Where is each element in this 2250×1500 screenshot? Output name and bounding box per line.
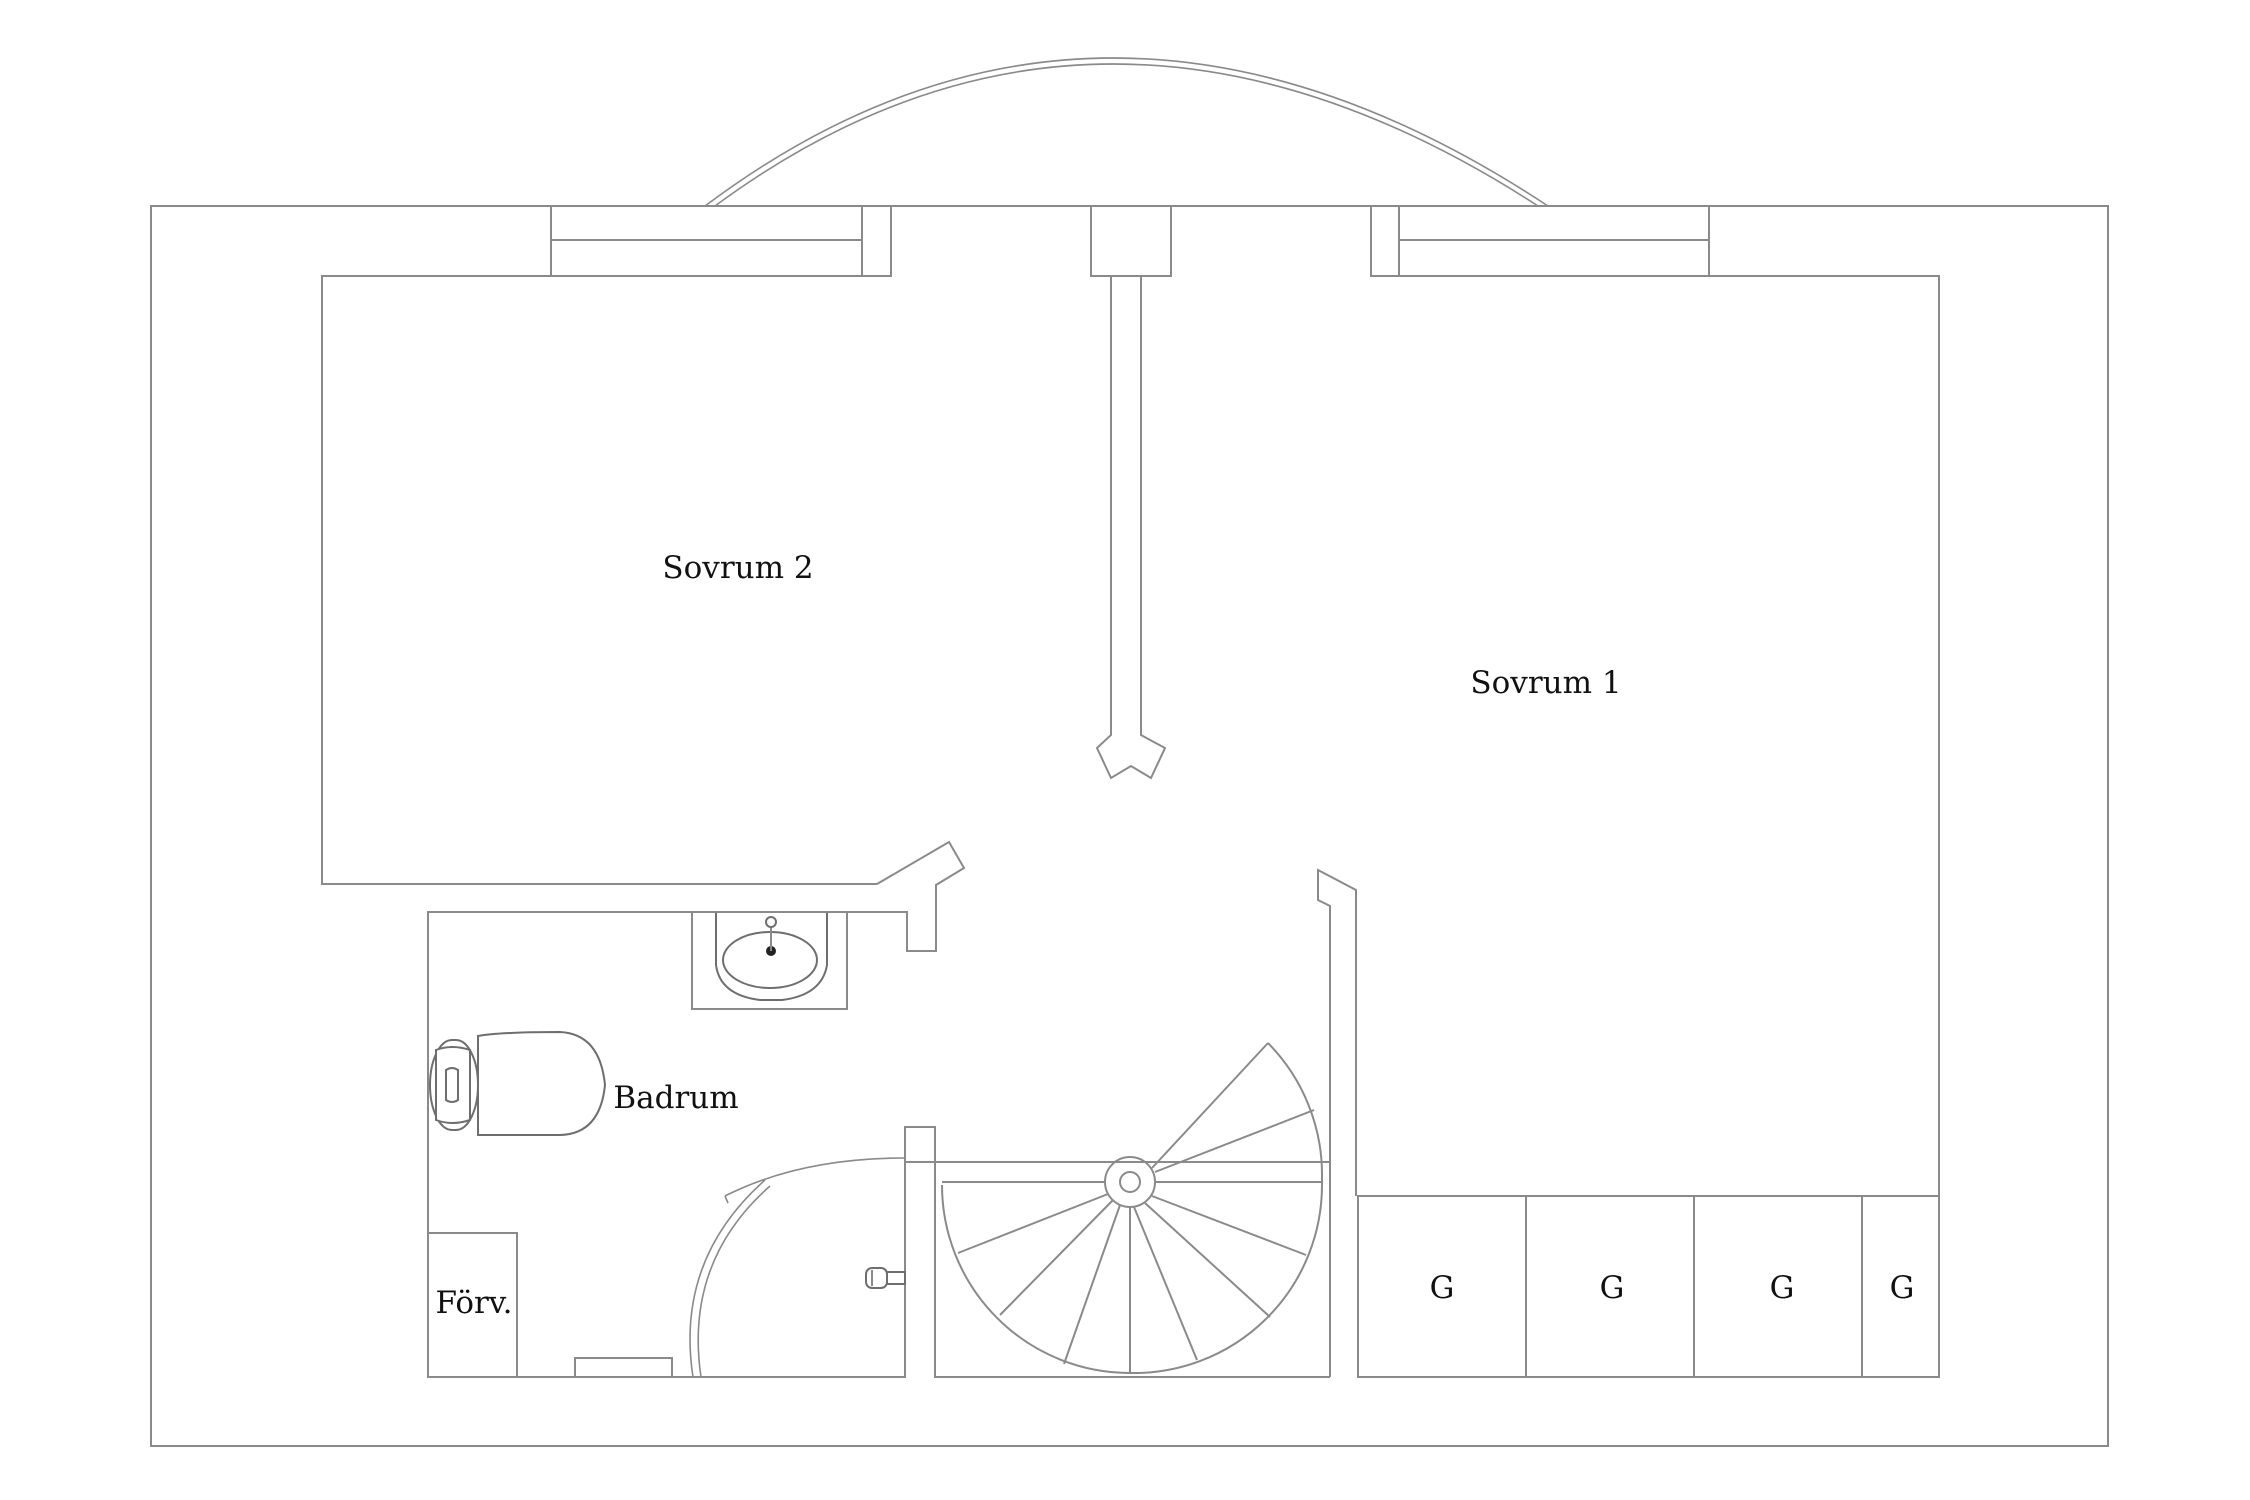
shower-head-icon: [865, 1267, 906, 1289]
room-label-sovrum-1: Sovrum 1: [1470, 665, 1621, 701]
floor-grate: [574, 1357, 673, 1378]
room-label-forv: Förv.: [436, 1285, 513, 1321]
room-label-sovrum-2: Sovrum 2: [662, 550, 813, 586]
sovrum-1-door-jamb: [1317, 868, 1357, 1377]
partition-wall: [1095, 276, 1167, 780]
storage-row: [1357, 1195, 1940, 1378]
forv-closet: [427, 1232, 518, 1378]
toilet-icon: [429, 1030, 607, 1136]
room-label-g3: G: [1770, 1270, 1795, 1306]
room-label-badrum: Badrum: [613, 1080, 738, 1116]
center-pillar: [1090, 205, 1172, 277]
bay-arc: [704, 57, 1549, 207]
window-left: [550, 205, 892, 277]
sovrum-1-walls: [1357, 275, 1940, 1377]
shower-screen: [689, 1157, 906, 1378]
room-label-g2: G: [1600, 1270, 1625, 1306]
room-label-g1: G: [1430, 1270, 1455, 1306]
sink-icon: [691, 911, 848, 1010]
spiral-stair-icon: [941, 1042, 1324, 1375]
window-right: [1370, 205, 1710, 277]
room-label-g4: G: [1890, 1270, 1915, 1306]
sovrum-2-walls: [321, 275, 966, 1377]
stair-enclosure: [904, 1127, 1330, 1378]
